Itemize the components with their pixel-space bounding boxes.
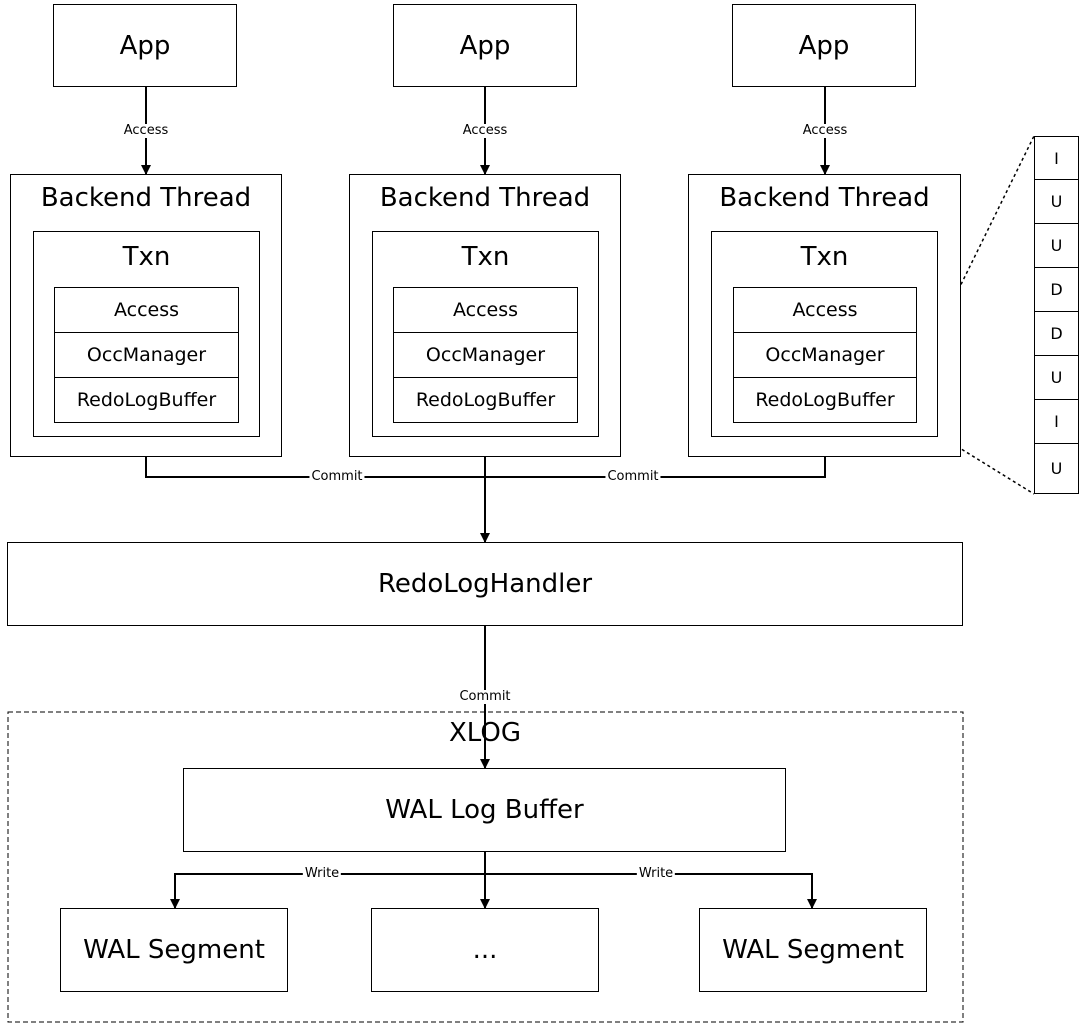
wal-segment-ellipsis-box: ... (371, 908, 599, 992)
access-row: Access (113, 299, 180, 321)
txn-components: Access OccManager RedoLogBuffer (733, 287, 917, 423)
buffer-entry: D (1034, 312, 1079, 356)
txn-box: Txn Access OccManager RedoLogBuffer (33, 231, 260, 437)
access-edge-label: Access (121, 123, 171, 138)
buffer-entry: I (1034, 400, 1079, 444)
app-box-2: App (393, 4, 577, 87)
access-row: Access (452, 299, 519, 321)
app-box-1: App (53, 4, 237, 87)
redologbuffer-row: RedoLogBuffer (394, 377, 577, 422)
wal-log-buffer-box: WAL Log Buffer (183, 768, 786, 852)
txn-title: Txn (800, 242, 849, 272)
app-label: App (798, 30, 850, 61)
buffer-entry: U (1034, 356, 1079, 400)
buffer-entry: I (1034, 136, 1079, 180)
commit-edge-label: Commit (605, 469, 661, 484)
access-row: Access (792, 299, 858, 321)
backend-thread-box: Backend Thread Txn Access OccManager Red… (688, 174, 961, 457)
commit-edge-label: Commit (457, 689, 513, 704)
app-label: App (459, 30, 511, 61)
write-edge-label: Write (302, 866, 342, 881)
txn-title: Txn (122, 242, 171, 272)
backend-thread-box: Backend Thread Txn Access OccManager Red… (10, 174, 282, 457)
txn-box: Txn Access OccManager RedoLogBuffer (711, 231, 938, 437)
txn-box: Txn Access OccManager RedoLogBuffer (372, 231, 599, 437)
occmanager-row: OccManager (394, 332, 577, 377)
redo-log-handler-label: RedoLogHandler (377, 569, 593, 599)
txn-components: Access OccManager RedoLogBuffer (393, 287, 578, 423)
txn-components: Access OccManager RedoLogBuffer (54, 287, 239, 423)
wal-segment-label: WAL Segment (722, 935, 904, 965)
app-box-3: App (732, 4, 916, 87)
backend-thread-title: Backend Thread (379, 183, 591, 213)
access-edge-label: Access (460, 123, 510, 138)
backend-thread-title: Backend Thread (40, 183, 252, 213)
write-edge-label: Write (636, 866, 676, 881)
wal-log-buffer-label: WAL Log Buffer (385, 795, 584, 825)
access-edge-label: Access (800, 123, 850, 138)
wal-segment-label: ... (472, 935, 498, 965)
redologbuffer-row: RedoLogBuffer (55, 377, 238, 422)
buffer-entry: D (1034, 268, 1079, 312)
wal-segment-box: WAL Segment (699, 908, 927, 992)
occmanager-row: OccManager (55, 332, 238, 377)
backend-thread-title: Backend Thread (719, 183, 930, 213)
commit-edge-label: Commit (309, 469, 365, 484)
redo-log-handler-box: RedoLogHandler (7, 542, 963, 626)
backend-thread-box: Backend Thread Txn Access OccManager Red… (349, 174, 621, 457)
wal-segment-label: WAL Segment (83, 935, 265, 965)
buffer-entry: U (1034, 444, 1079, 494)
occmanager-row: OccManager (734, 332, 916, 377)
redologbuffer-row: RedoLogBuffer (734, 377, 916, 422)
xlog-title: XLOG (449, 718, 521, 748)
buffer-entry: U (1034, 224, 1079, 268)
app-label: App (119, 30, 171, 61)
wal-segment-box: WAL Segment (60, 908, 288, 992)
txn-title: Txn (461, 242, 510, 272)
buffer-entry: U (1034, 180, 1079, 224)
